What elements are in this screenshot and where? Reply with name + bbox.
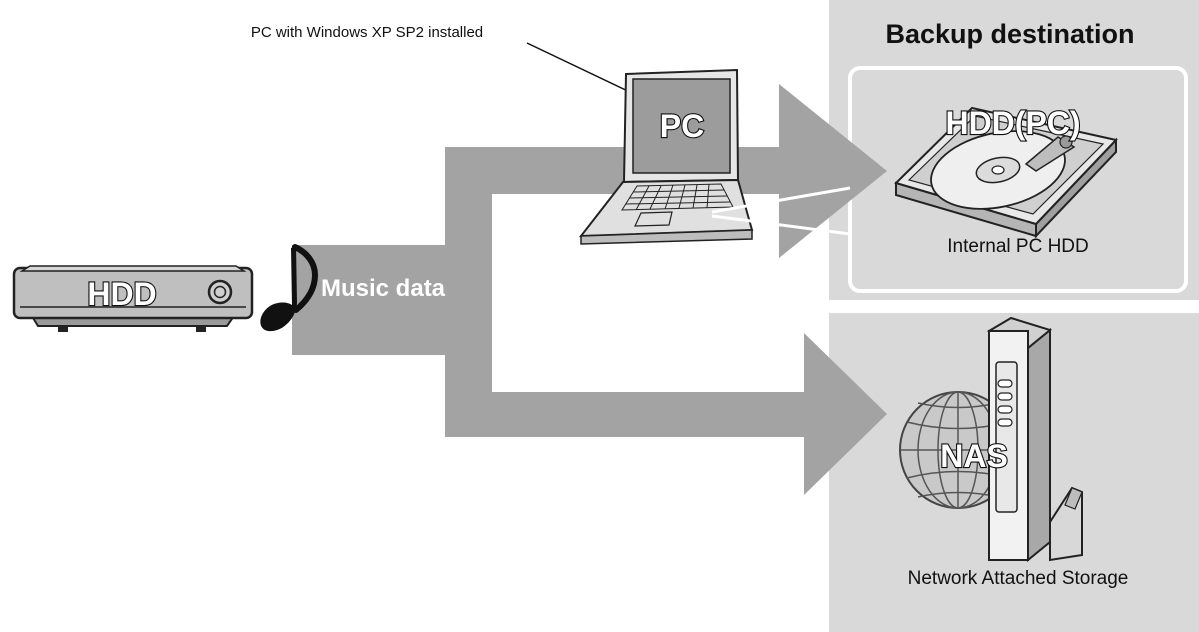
source-hdd-label: HDD — [87, 276, 156, 312]
nas-device: NAS — [939, 316, 1083, 563]
laptop-keyboard — [621, 183, 734, 211]
nas-caption: Network Attached Storage — [908, 568, 1129, 589]
hard-disk-icon: HDD(PC) — [894, 104, 1118, 239]
nas-label: NAS — [940, 438, 1008, 474]
music-data-label: Music data — [321, 275, 446, 302]
flow-arrows — [292, 84, 887, 495]
power-knob-icon — [207, 279, 233, 305]
laptop-screen — [632, 78, 731, 174]
backup-destination-title: Backup destination — [885, 19, 1134, 49]
arrow-head-nas — [804, 333, 887, 495]
internal-hdd-caption: Internal PC HDD — [947, 236, 1089, 257]
hdd-pc-label: HDD(PC) — [945, 105, 1080, 141]
pc-annotation: PC with Windows XP SP2 installed — [251, 24, 483, 41]
laptop-label: PC — [660, 108, 704, 144]
source-hdd-device: HDD — [12, 265, 254, 332]
arrow-head-pc-hdd — [779, 84, 887, 258]
music-note-icon — [260, 244, 319, 332]
laptop-pc: PC — [578, 68, 754, 245]
callout-lines — [711, 186, 851, 236]
laptop-touchpad — [634, 211, 673, 227]
